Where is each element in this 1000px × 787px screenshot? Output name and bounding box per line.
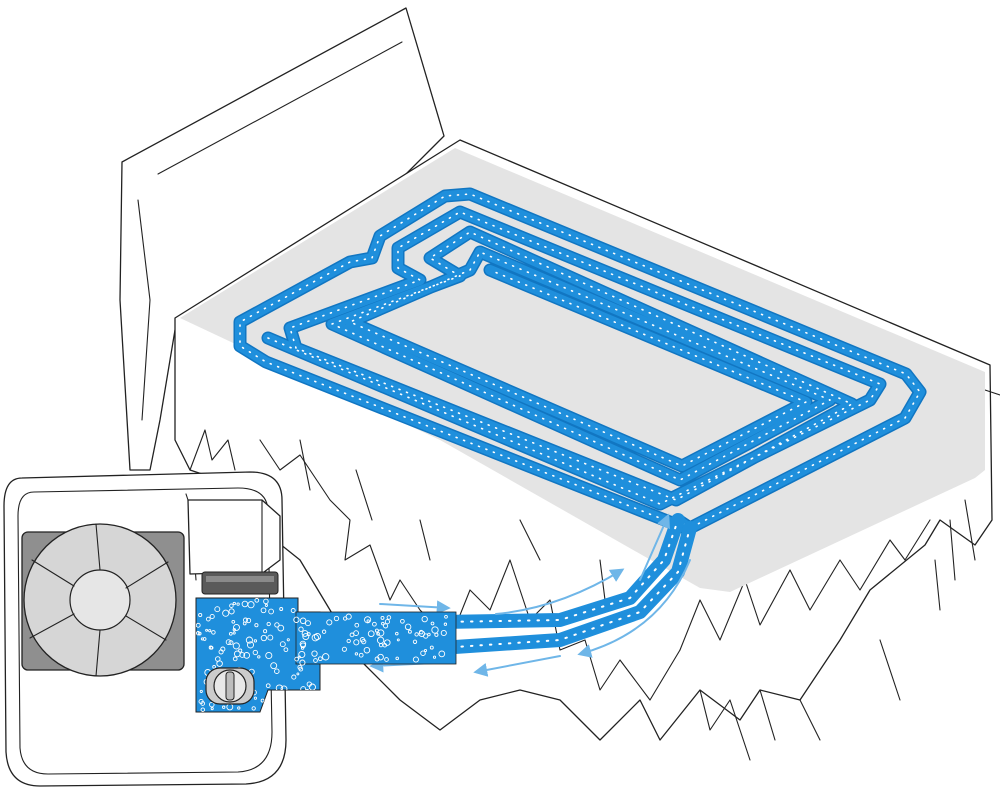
water-bubble (313, 599, 318, 604)
fan-icon (22, 524, 184, 676)
control-knob (206, 668, 254, 704)
water-bubble (300, 705, 303, 708)
water-bubble (306, 689, 309, 692)
water-bubble (304, 700, 306, 702)
water-bubble (306, 690, 310, 694)
